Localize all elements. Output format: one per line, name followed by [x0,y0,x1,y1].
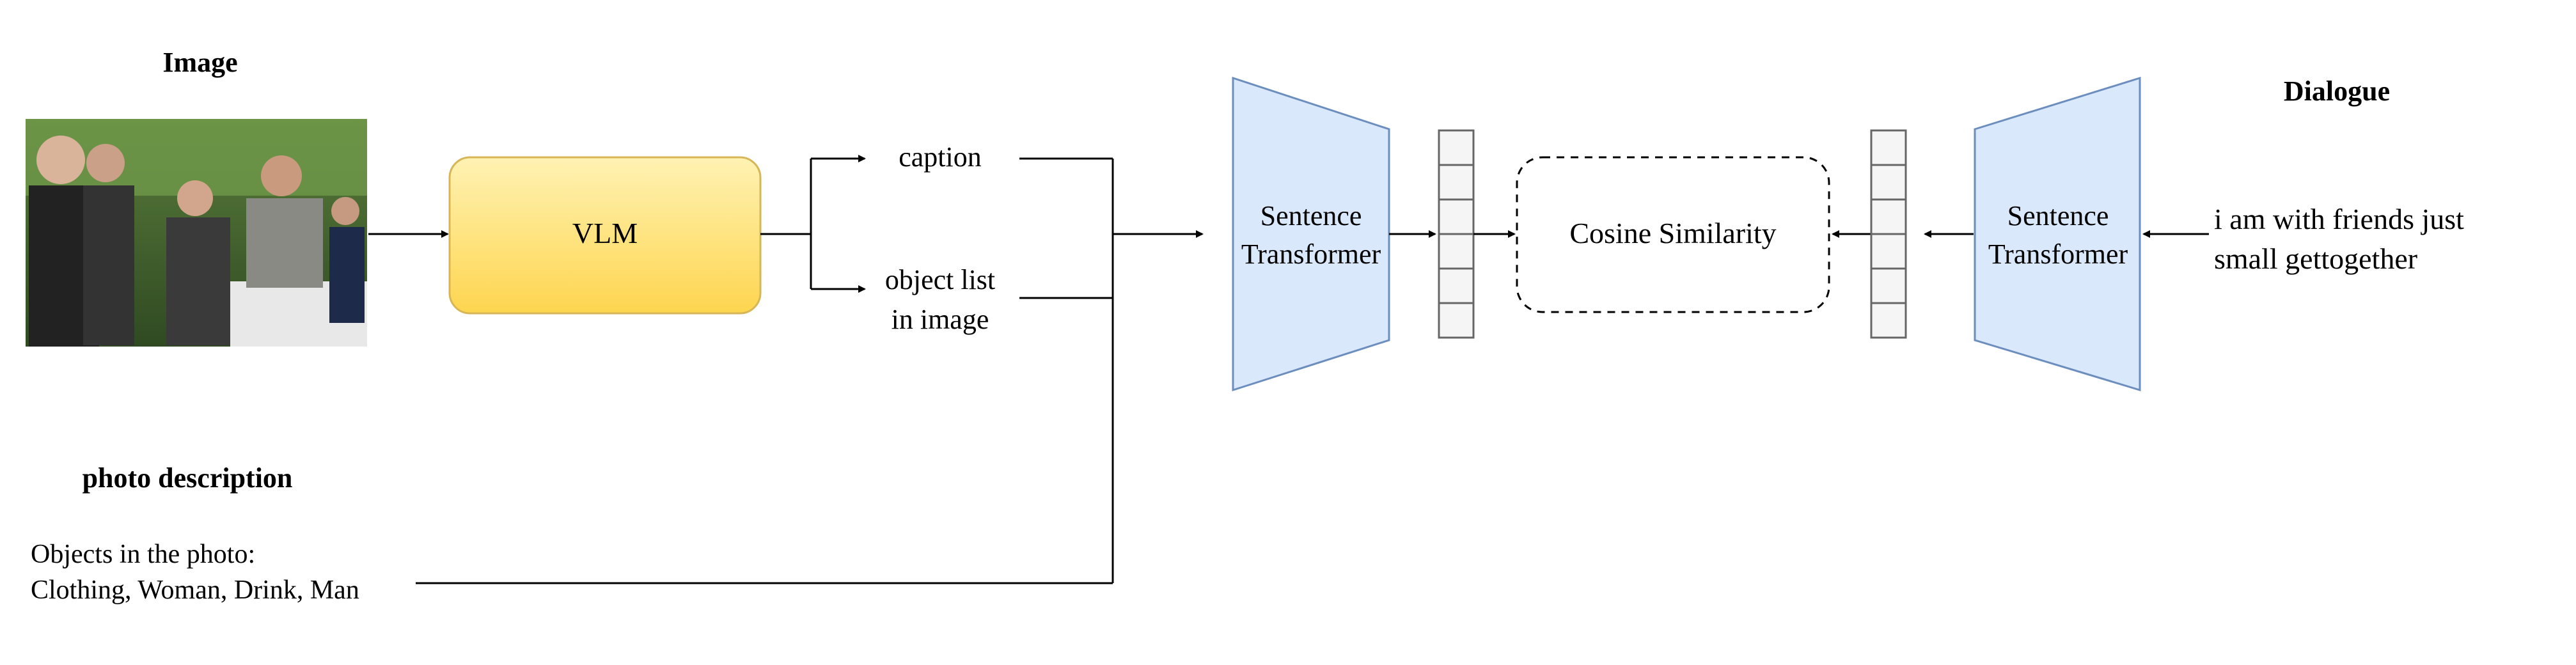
cosine-similarity-label: Cosine Similarity [1569,217,1776,249]
crowd-photo [26,119,367,347]
sentence-transformer-left-line1: Sentence [1261,200,1362,231]
sentence-transformer-left [1232,76,1390,392]
object-list-label-line2: in image [891,304,989,335]
dialogue-line2: small gettogether [2214,242,2417,275]
caption-label: caption [899,141,982,173]
dialogue-title: Dialogue [2284,75,2390,107]
vlm-label: VLM [572,217,638,249]
sentence-transformer-right-line1: Sentence [2007,200,2109,231]
vlm-box [448,156,762,315]
cosine-similarity-box [1516,156,1830,313]
sentence-transformer-right-line2: Transformer [1988,239,2128,270]
object-list-label-line1: object list [885,264,995,295]
sentence-transformer-right [1974,76,2141,392]
photo-description-line1: Objects in the photo: [31,540,255,569]
embedding-vector-right [1870,129,1907,339]
image-title: Image [162,47,237,78]
sentence-transformer-left-line2: Transformer [1241,239,1381,270]
photo-description-title: photo description [82,462,293,494]
embedding-vector-left [1438,129,1475,339]
dialogue-line1: i am with friends just [2214,203,2464,235]
photo-description-line2: Clothing, Woman, Drink, Man [31,575,359,605]
